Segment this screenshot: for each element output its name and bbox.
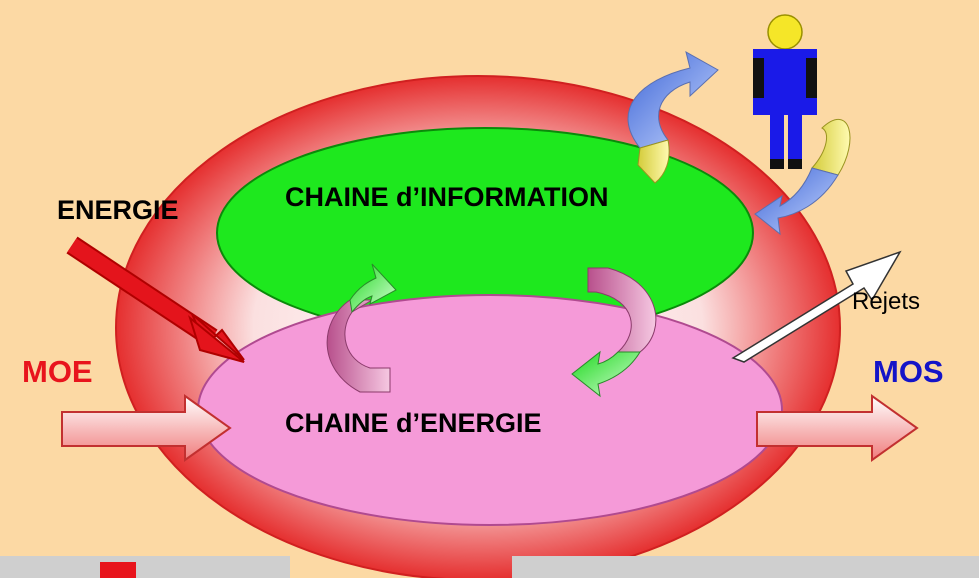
energy-input-arrow-icon [66,236,245,363]
moe-input-arrow [61,394,232,462]
operator-output-loop-arrow [754,119,851,236]
bottom-bar-right [512,556,979,578]
information-to-energy-arrow [571,267,657,398]
rejects-arrow-icon [731,250,902,363]
information-chain-label: CHAINE d’INFORMATION [285,182,609,212]
operator-input-loop-arrow [627,50,719,184]
operator-person-icon [753,14,817,169]
mos-label: MOS [873,354,944,389]
bottom-bar-left [0,556,290,578]
rejects-label: Rejets [852,288,921,315]
mos-output-arrow [756,394,919,462]
energy-to-information-arrow [326,263,397,393]
moe-label: MOE [22,354,93,389]
energy-chain-label: CHAINE d’ENERGIE [285,408,542,438]
bottom-bar-marker [100,562,136,578]
energy-input-label: ENERGIE [57,195,179,225]
